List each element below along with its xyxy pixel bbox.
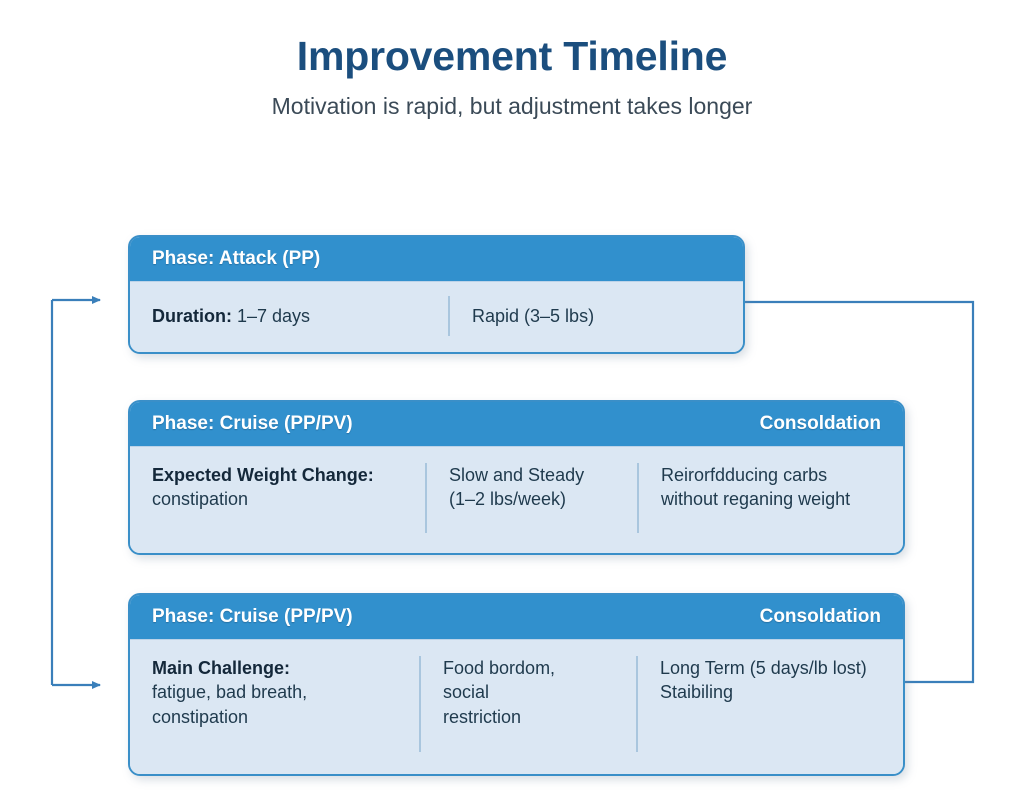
card-body: Duration: 1–7 days Rapid (3–5 lbs): [130, 281, 743, 353]
cell-value: Reirorfdducing carbs without reganing we…: [661, 465, 851, 510]
phase-card-attack[interactable]: Phase: Attack (PP) Duration: 1–7 days Ra…: [128, 235, 745, 355]
cell-value: fatigue, bad breath, constipation: [152, 682, 308, 727]
cell-value: Slow and Steady (1–2 lbs/week): [449, 465, 585, 510]
cell-label: Duration:: [152, 306, 237, 326]
card-header: Phase: Cruise (PP/PV) Consoldation: [130, 402, 903, 446]
card-body: Main Challenge: fatigue, bad breath, con…: [130, 639, 903, 774]
phase-card-cruise-1[interactable]: Phase: Cruise (PP/PV) Consoldation Expec…: [128, 400, 905, 555]
card-cell: Main Challenge: fatigue, bad breath, con…: [130, 656, 419, 752]
phase-card-cruise-2[interactable]: Phase: Cruise (PP/PV) Consoldation Main …: [128, 593, 905, 776]
card-cell: Food bordom, social restriction: [419, 656, 636, 752]
card-cell: Long Term (5 days/lb lost) Staibiling: [636, 656, 901, 752]
cell-value: Rapid (3–5 lbs): [472, 306, 595, 326]
card-header: Phase: Cruise (PP/PV) Consoldation: [130, 595, 903, 639]
card-title: Phase: Attack (PP): [152, 248, 321, 269]
cell-value: Food bordom, social restriction: [443, 658, 556, 727]
card-title: Phase: Cruise (PP/PV): [152, 606, 353, 627]
cell-value: Long Term (5 days/lb lost) Staibiling: [660, 658, 867, 703]
cell-value: 1–7 days: [237, 306, 311, 326]
card-cell: Reirorfdducing carbs without reganing we…: [637, 463, 902, 533]
cell-label: Main Challenge:: [152, 658, 291, 678]
card-body: Expected Weight Change: constipation Slo…: [130, 446, 903, 553]
page-header: Improvement Timeline Motivation is rapid…: [0, 33, 1024, 121]
page-subtitle: Motivation is rapid, but adjustment take…: [271, 93, 753, 120]
card-cell: Expected Weight Change: constipation: [130, 463, 425, 533]
card-header: Phase: Attack (PP): [130, 237, 743, 281]
card-title: Phase: Cruise (PP/PV): [152, 413, 353, 434]
card-cell: Slow and Steady (1–2 lbs/week): [425, 463, 637, 533]
cell-value: constipation: [152, 489, 249, 510]
card-cell: Duration: 1–7 days: [130, 296, 448, 336]
card-title-right: Consoldation: [759, 606, 881, 627]
cell-label: Expected Weight Change:: [152, 465, 374, 485]
page-title: Improvement Timeline: [296, 33, 728, 79]
card-cell: Rapid (3–5 lbs): [448, 296, 718, 337]
card-title-right: Consoldation: [759, 413, 881, 434]
